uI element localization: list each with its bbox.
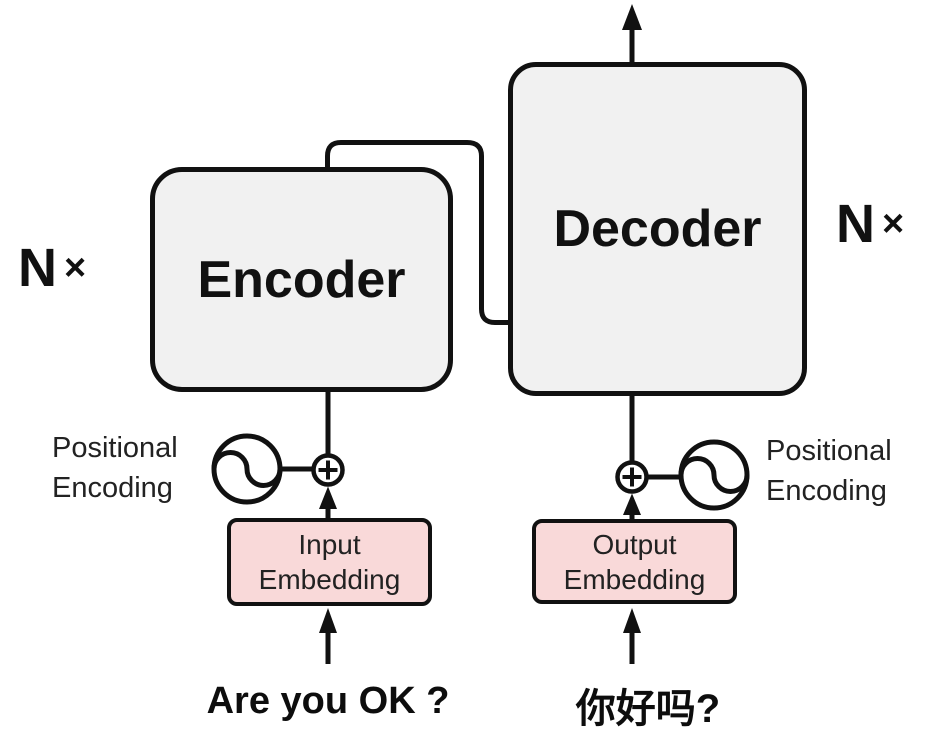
input-embedding-line1: Input bbox=[298, 529, 361, 560]
positional-encoding-right-line1: Positional bbox=[766, 435, 892, 467]
output-embedding-line1: Output bbox=[592, 528, 677, 560]
encoder-label: Encoder bbox=[197, 250, 406, 309]
output-embedding-box: Output Embedding bbox=[532, 519, 737, 604]
source-sentence: Are you OK ? bbox=[206, 680, 450, 722]
decoder-repeat-n: N bbox=[836, 194, 875, 254]
decoder-label: Decoder bbox=[553, 200, 762, 258]
output-embedding-arrow-icon bbox=[623, 608, 641, 633]
positional-encoding-label-left: Positional Encoding bbox=[52, 428, 178, 508]
positional-encoding-left-line1: Positional bbox=[52, 432, 178, 464]
encoder-repeat-label: N × bbox=[18, 240, 86, 296]
input-embedding-arrow-icon bbox=[319, 608, 337, 633]
encoder-decoder-connector-line bbox=[325, 140, 516, 325]
decoder-output-arrow-icon bbox=[622, 4, 642, 30]
positional-encoding-left-line2: Encoding bbox=[52, 472, 173, 504]
positional-encoding-label-right: Positional Encoding bbox=[766, 431, 892, 511]
decoder-repeat-label: N × bbox=[836, 196, 904, 252]
positional-encoding-right-line2: Encoding bbox=[766, 475, 887, 507]
input-add-arrow-icon bbox=[319, 486, 337, 509]
decoder-block: Decoder bbox=[508, 62, 807, 396]
input-embedding-box: Input Embedding bbox=[227, 518, 432, 606]
target-sentence: 你好吗? bbox=[575, 687, 721, 731]
positional-encoding-icon-right bbox=[678, 439, 750, 511]
encoder-block: Encoder bbox=[150, 167, 453, 392]
positional-encoding-icon-left bbox=[211, 433, 283, 505]
input-embedding-line2: Embedding bbox=[258, 564, 401, 595]
output-embedding-line2: Embedding bbox=[563, 563, 706, 595]
encoder-repeat-times: × bbox=[64, 247, 87, 289]
decoder-repeat-times: × bbox=[882, 203, 905, 245]
encoder-repeat-n: N bbox=[18, 238, 57, 298]
add-icon-left bbox=[311, 453, 345, 487]
output-add-arrow-icon bbox=[623, 493, 641, 515]
add-icon-right bbox=[615, 460, 649, 494]
